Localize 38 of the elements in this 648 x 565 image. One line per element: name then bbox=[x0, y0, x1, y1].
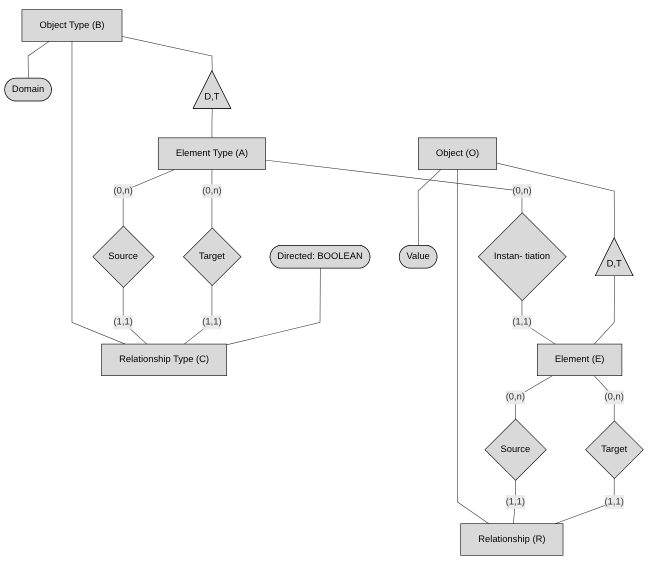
node-box: Element (E) bbox=[536, 344, 622, 376]
connector bbox=[496, 162, 615, 238]
edge-label: (0,n) bbox=[114, 186, 133, 196]
node-box: Relationship (R) bbox=[460, 523, 564, 556]
node-box: Object Type (B) bbox=[22, 9, 122, 42]
connector bbox=[457, 169, 490, 524]
connector bbox=[265, 160, 522, 214]
connector bbox=[122, 169, 175, 226]
connector bbox=[122, 287, 148, 344]
connector bbox=[226, 268, 321, 346]
edge-label: (0,n) bbox=[506, 392, 525, 402]
node-diamond: Source bbox=[92, 226, 155, 288]
connector bbox=[522, 300, 556, 344]
connector bbox=[554, 478, 614, 524]
edge-label: (1,1) bbox=[202, 317, 222, 328]
edge-label: (0,n) bbox=[202, 186, 222, 196]
node-diamond: Target bbox=[182, 228, 242, 286]
node-diamond: Target bbox=[585, 420, 644, 479]
node-diamond: Source bbox=[484, 418, 547, 481]
connector bbox=[122, 36, 213, 72]
edge-label: (0,n) bbox=[512, 186, 532, 196]
connector bbox=[418, 169, 442, 246]
edge-label: (0,n) bbox=[604, 392, 624, 402]
connector bbox=[513, 480, 516, 524]
node-box: Object (O) bbox=[418, 138, 497, 170]
connector bbox=[594, 276, 615, 344]
edge-label: (1,1) bbox=[114, 317, 133, 328]
connector bbox=[515, 375, 553, 420]
connector bbox=[212, 108, 213, 138]
edge-label: (1,1) bbox=[604, 496, 624, 507]
connector bbox=[28, 41, 50, 79]
node-box: Element Type (A) bbox=[158, 138, 266, 170]
node-box: Relationship Type (C) bbox=[101, 344, 227, 376]
connector bbox=[184, 285, 212, 344]
node-diamond: Instan- tiation bbox=[478, 212, 567, 302]
connector bbox=[72, 41, 126, 344]
edge-label: (1,1) bbox=[512, 317, 532, 328]
edge-label: (1,1) bbox=[506, 496, 525, 507]
